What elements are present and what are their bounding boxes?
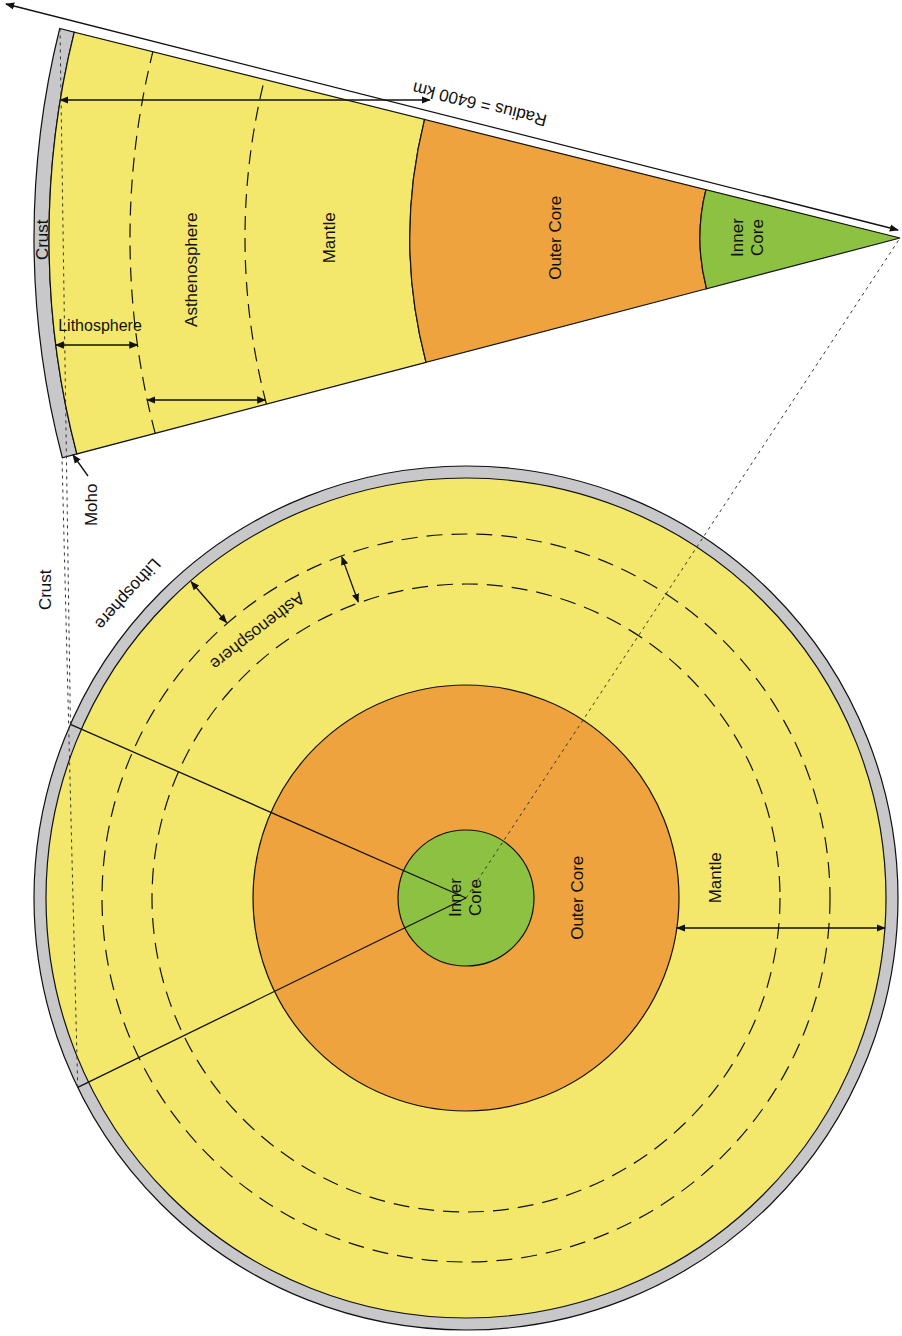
inner-core-disc — [398, 830, 534, 966]
dimension-arrow — [56, 344, 138, 345]
dimension-arrow — [342, 557, 358, 602]
layer-label: Moho — [82, 484, 102, 527]
guide-line — [466, 238, 900, 898]
layer-label: Crust — [32, 220, 52, 261]
layer-label: Lithosphere — [91, 554, 165, 633]
layer-label: Lithosphere — [58, 317, 142, 335]
layer-label: Outer Core — [568, 856, 588, 940]
layer-label: Asthenosphere — [182, 213, 202, 327]
dimension-arrow — [677, 927, 885, 928]
dimension-arrow — [60, 99, 430, 100]
layer-label: Radius = 6400 km — [411, 78, 549, 130]
guide-line — [60, 28, 70, 724]
layer-boundary — [130, 52, 155, 434]
asthenosphere-boundary — [152, 584, 780, 1212]
layer-label: Asthenosphere — [206, 588, 308, 674]
layer-label: Mantle — [320, 212, 340, 263]
layer-label: Crust — [35, 570, 55, 611]
wedge-mantle — [49, 32, 426, 454]
outer-core-disc — [253, 685, 679, 1111]
moho-pointer — [73, 455, 88, 476]
layer-label: Outer Core — [546, 196, 566, 280]
guide-line — [62, 458, 78, 1087]
layer-label: Inner Core — [446, 874, 485, 922]
wedge-inner-core — [700, 190, 900, 289]
radius-arrow — [6, 4, 898, 230]
crust-ring — [34, 466, 898, 1330]
lithosphere-boundary — [102, 534, 830, 1262]
mantle-disc — [46, 478, 886, 1318]
sector-line — [70, 724, 466, 898]
layer-boundary — [245, 80, 266, 405]
dimension-arrow — [191, 582, 226, 623]
layer-label: Mantle — [706, 852, 726, 903]
wedge-outer-core — [410, 119, 707, 362]
layer-label: Inner Core — [728, 214, 767, 262]
dimension-arrow — [147, 399, 265, 400]
sector-line — [78, 898, 466, 1087]
